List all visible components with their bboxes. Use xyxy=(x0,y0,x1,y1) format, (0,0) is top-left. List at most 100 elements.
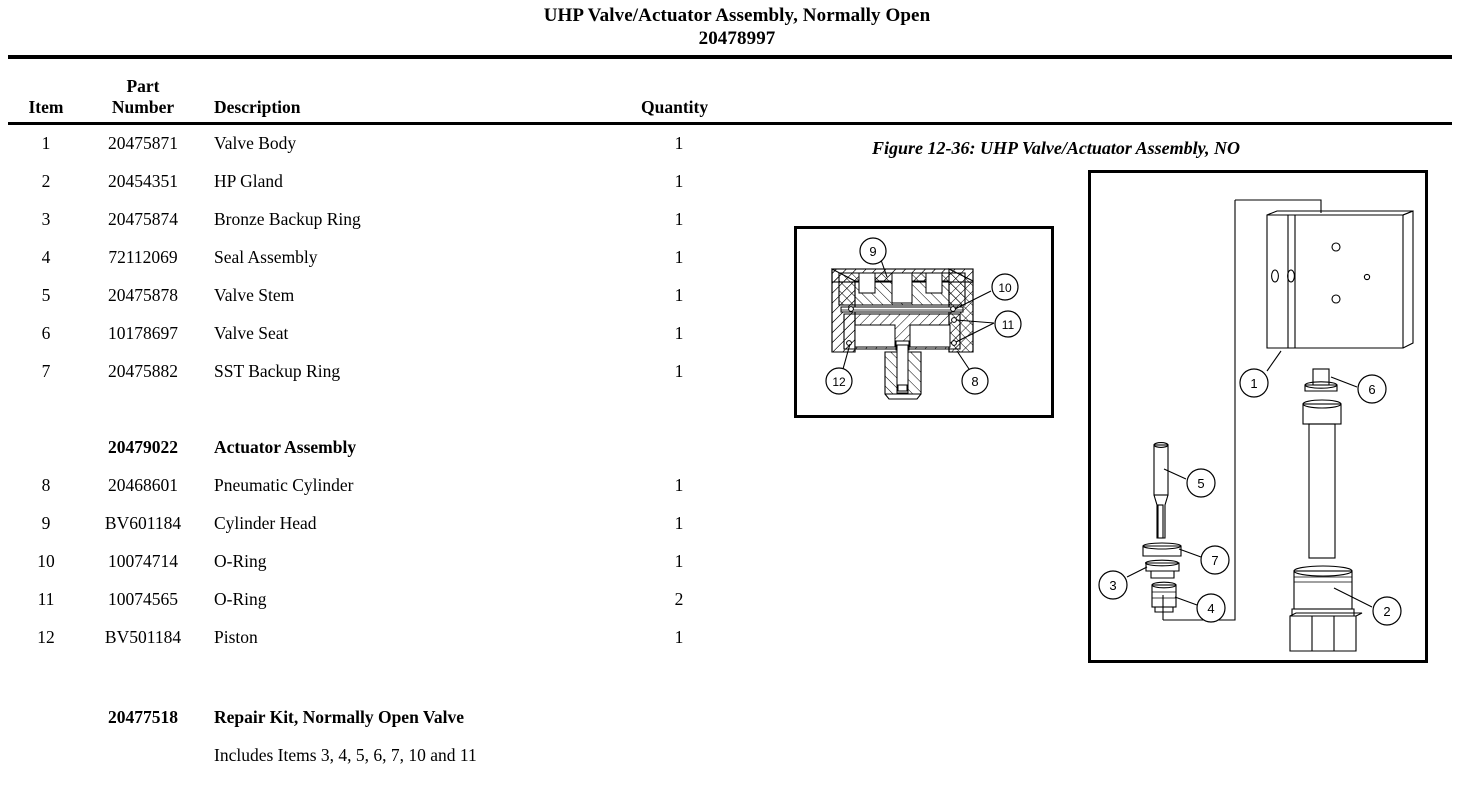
cell-quantity: 1 xyxy=(674,247,684,267)
cell-quantity: 1 xyxy=(674,513,684,533)
cell-quantity: 1 xyxy=(674,171,684,191)
table-row: 2 20454351 HP Gland 1 xyxy=(0,170,760,208)
column-header-quantity: Quantity xyxy=(641,97,709,117)
cell-quantity: 1 xyxy=(674,209,684,229)
table-row: 10 10074714 O-Ring 1 xyxy=(0,550,760,588)
table-row: 8 20468601 Pneumatic Cylinder 1 xyxy=(0,474,760,512)
cell-item: 12 xyxy=(37,627,55,647)
table-row: 3 20475874 Bronze Backup Ring 1 xyxy=(0,208,760,246)
cell-quantity: 1 xyxy=(674,133,684,153)
cell-item: 11 xyxy=(37,589,55,609)
column-header-description: Description xyxy=(214,97,301,117)
table-spacer-row xyxy=(0,398,760,436)
cell-quantity: 1 xyxy=(674,627,684,647)
cell-part: 10074565 xyxy=(108,589,178,609)
cell-item: 2 xyxy=(41,171,51,191)
cell-desc: Seal Assembly xyxy=(214,247,318,267)
page-title: UHP Valve/Actuator Assembly, Normally Op… xyxy=(0,4,1474,50)
title-line-2: 20478997 xyxy=(698,28,776,49)
table-row: 9 BV601184 Cylinder Head 1 xyxy=(0,512,760,550)
cell-desc: Cylinder Head xyxy=(214,513,317,533)
cell-quantity: 1 xyxy=(674,475,684,495)
cell-item: 9 xyxy=(41,513,51,533)
cell-item: 7 xyxy=(41,361,51,381)
callout-1: 1 xyxy=(1250,376,1257,391)
cell-item: 4 xyxy=(41,247,51,267)
callout-4: 4 xyxy=(1207,601,1214,616)
parts-table: Item Part Number Description Quantity 1 … xyxy=(0,70,760,647)
figure-assembly-panel: 1 6 2 5 xyxy=(1088,170,1428,663)
callout-9: 9 xyxy=(869,244,876,259)
table-row: 6 10178697 Valve Seat 1 xyxy=(0,322,760,360)
cell-quantity: 1 xyxy=(674,285,684,305)
callout-8: 8 xyxy=(971,374,978,389)
table-section-header-actuator-assembly: 20479022 Actuator Assembly xyxy=(0,436,760,474)
figure-caption: Figure 12-36: UHP Valve/Actuator Assembl… xyxy=(872,138,1240,158)
cell-quantity: 1 xyxy=(674,361,684,381)
cell-item: 5 xyxy=(41,285,51,305)
callout-10: 10 xyxy=(998,281,1012,295)
cell-item: 10 xyxy=(37,551,55,571)
column-header-part-line2: Number xyxy=(111,97,175,117)
cell-desc: HP Gland xyxy=(214,171,283,191)
cell-part: 20475882 xyxy=(108,361,178,381)
cell-item: 6 xyxy=(41,323,51,343)
callout-7: 7 xyxy=(1211,553,1218,568)
table-row: 7 20475882 SST Backup Ring 1 xyxy=(0,360,760,398)
table-row: 1 20475871 Valve Body 1 xyxy=(0,132,760,170)
callout-6: 6 xyxy=(1368,382,1375,397)
repair-kit-part-number: 20477518 xyxy=(108,707,178,727)
repair-kit-note: Includes Items 3, 4, 5, 6, 7, 10 and 11 xyxy=(214,745,477,765)
callout-5: 5 xyxy=(1197,476,1204,491)
column-header-part-line1: Part xyxy=(126,76,160,96)
column-header-item: Item xyxy=(28,97,64,117)
section-label: Actuator Assembly xyxy=(214,437,357,457)
table-row: 12 BV501184 Piston 1 xyxy=(0,626,760,664)
column-header-part-number: Part Number xyxy=(100,76,186,118)
cell-desc: Valve Seat xyxy=(214,323,289,343)
section-part: 20479022 xyxy=(108,437,178,457)
cell-desc: O-Ring xyxy=(214,589,267,609)
repair-kit-row: 20477518 Repair Kit, Normally Open Valve xyxy=(0,707,760,745)
table-row: 11 10074565 O-Ring 2 xyxy=(0,588,760,626)
table-row: 5 20475878 Valve Stem 1 xyxy=(0,284,760,322)
exploded-assembly-drawing: 1 6 2 5 xyxy=(1098,199,1414,652)
callout-11: 11 xyxy=(1002,318,1015,332)
repair-kit-block: 20477518 Repair Kit, Normally Open Valve… xyxy=(0,707,760,765)
rule-below-header xyxy=(8,122,1452,125)
cell-quantity: 1 xyxy=(674,323,684,343)
callout-12: 12 xyxy=(832,375,846,389)
callout-2: 2 xyxy=(1383,604,1390,619)
cell-desc: Valve Stem xyxy=(214,285,295,305)
table-body: 1 20475871 Valve Body 1 2 20454351 HP Gl… xyxy=(0,132,760,664)
repair-kit-title: Repair Kit, Normally Open Valve xyxy=(214,707,465,727)
cell-part: 20475871 xyxy=(108,133,178,153)
cell-quantity: 1 xyxy=(674,551,684,571)
cell-part: BV601184 xyxy=(104,513,182,533)
cell-part: BV501184 xyxy=(104,627,182,647)
cell-desc: Valve Body xyxy=(214,133,297,153)
cell-part: 10178697 xyxy=(108,323,178,343)
cell-part: 20475878 xyxy=(108,285,178,305)
cell-desc: SST Backup Ring xyxy=(214,361,341,381)
figure-cross-section-panel: 9 10 11 12 8 xyxy=(794,226,1054,418)
cell-desc: Pneumatic Cylinder xyxy=(214,475,354,495)
rule-above-table xyxy=(8,55,1452,59)
cell-desc: O-Ring xyxy=(214,551,267,571)
cell-part: 20468601 xyxy=(108,475,178,495)
cell-item: 8 xyxy=(41,475,51,495)
title-line-1: UHP Valve/Actuator Assembly, Normally Op… xyxy=(543,5,931,26)
cell-part: 10074714 xyxy=(108,551,178,571)
cell-item: 1 xyxy=(41,133,51,153)
cell-desc: Piston xyxy=(214,627,258,647)
callout-3: 3 xyxy=(1109,578,1116,593)
cell-quantity: 2 xyxy=(674,589,684,609)
cell-desc: Bronze Backup Ring xyxy=(214,209,361,229)
cell-item: 3 xyxy=(41,209,51,229)
table-header-row: Item Part Number Description Quantity xyxy=(0,70,760,122)
table-row: 4 72112069 Seal Assembly 1 xyxy=(0,246,760,284)
cell-part: 20454351 xyxy=(108,171,178,191)
cross-section-drawing: 9 10 11 12 8 xyxy=(825,237,1022,400)
cell-part: 72112069 xyxy=(108,247,178,267)
cell-part: 20475874 xyxy=(108,209,178,229)
